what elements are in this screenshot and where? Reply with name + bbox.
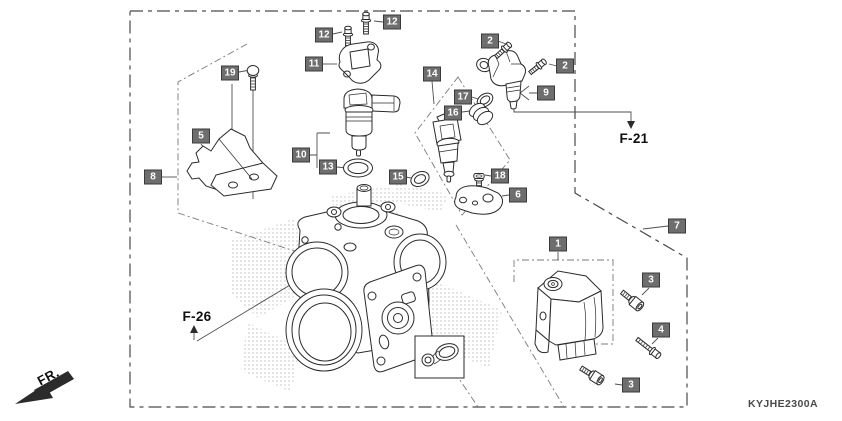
- part-drawing-sensor-plate: [338, 41, 382, 84]
- part-callout-4[interactable]: 4: [652, 322, 670, 338]
- part-callout-2[interactable]: 2: [481, 33, 499, 49]
- callout-number: 9: [543, 87, 549, 99]
- part-callout-7[interactable]: 7: [668, 218, 686, 234]
- callout-number: 12: [318, 29, 330, 41]
- callout-number: 16: [447, 107, 459, 119]
- part-drawing-throttle-body: [285, 184, 447, 373]
- part-drawing-fuel-joint: [476, 50, 526, 110]
- part-drawing-screw-3b: [579, 365, 605, 386]
- part-drawing-screw-3a: [619, 289, 645, 312]
- part-callout-3[interactable]: 3: [642, 272, 660, 288]
- callout-number: 4: [658, 324, 664, 336]
- part-drawing-screw-19: [246, 65, 260, 91]
- callout-number: 3: [648, 274, 654, 286]
- diagram-border: [129, 10, 688, 408]
- callout-number: 11: [308, 58, 320, 70]
- part-callout-6[interactable]: 6: [509, 187, 527, 203]
- part-callout-17[interactable]: 17: [454, 89, 472, 105]
- callout-number: 17: [457, 91, 469, 103]
- part-drawing-tp-sensor: [343, 88, 401, 157]
- part-drawing-stay: [454, 185, 504, 215]
- part-drawing-oring-15: [410, 170, 430, 188]
- part-callout-18[interactable]: 18: [491, 168, 509, 184]
- part-drawing-seal-inset: [414, 335, 465, 379]
- callout-number: 2: [487, 35, 493, 47]
- part-drawing-bracket: [186, 128, 278, 197]
- part-callout-12[interactable]: 12: [383, 14, 401, 30]
- part-callout-13[interactable]: 13: [319, 159, 337, 175]
- callout-number: 19: [224, 67, 236, 79]
- callout-number: 3: [628, 379, 634, 391]
- part-callout-19[interactable]: 19: [221, 65, 239, 81]
- part-callout-3[interactable]: 3: [622, 377, 640, 393]
- part-drawing-screw-2b: [528, 58, 547, 76]
- part-callout-1[interactable]: 1: [549, 236, 567, 252]
- part-drawing-oring-13: [343, 158, 373, 178]
- part-callout-2[interactable]: 2: [556, 58, 574, 74]
- callout-number: 18: [494, 170, 506, 182]
- part-drawing-screw-4: [635, 336, 662, 360]
- callout-number: 5: [198, 130, 204, 142]
- callout-number: 8: [150, 171, 156, 183]
- ref-link-f26[interactable]: F-26: [182, 309, 212, 324]
- front-direction-arrow: [15, 371, 74, 404]
- callout-number: 10: [295, 149, 307, 161]
- callout-number: 15: [392, 171, 404, 183]
- part-callout-15[interactable]: 15: [389, 169, 407, 185]
- callout-number: 14: [426, 68, 438, 80]
- part-callout-11[interactable]: 11: [305, 56, 323, 72]
- diagram-code: KYJHE2300A: [748, 398, 818, 410]
- part-drawing-seal-rings-16: [468, 102, 494, 126]
- part-drawing-iacv-valve: [534, 270, 604, 361]
- ref-link-f21[interactable]: F-21: [619, 131, 649, 146]
- part-callout-14[interactable]: 14: [423, 66, 441, 82]
- callout-number: 1: [555, 238, 561, 250]
- part-callout-8[interactable]: 8: [144, 169, 162, 185]
- part-callout-12[interactable]: 12: [315, 27, 333, 43]
- part-callout-10[interactable]: 10: [292, 147, 310, 163]
- part-callout-5[interactable]: 5: [192, 128, 210, 144]
- callout-number: 2: [562, 60, 568, 72]
- callout-number: 7: [674, 220, 680, 232]
- part-callout-16[interactable]: 16: [444, 105, 462, 121]
- part-drawing-screw-2a: [493, 41, 513, 60]
- callout-number: 6: [515, 189, 521, 201]
- part-drawing-screw-12b: [360, 11, 372, 35]
- part-callout-9[interactable]: 9: [537, 85, 555, 101]
- part-drawing-screw-12a: [342, 25, 354, 49]
- callout-number: 12: [386, 16, 398, 28]
- callout-number: 13: [322, 161, 334, 173]
